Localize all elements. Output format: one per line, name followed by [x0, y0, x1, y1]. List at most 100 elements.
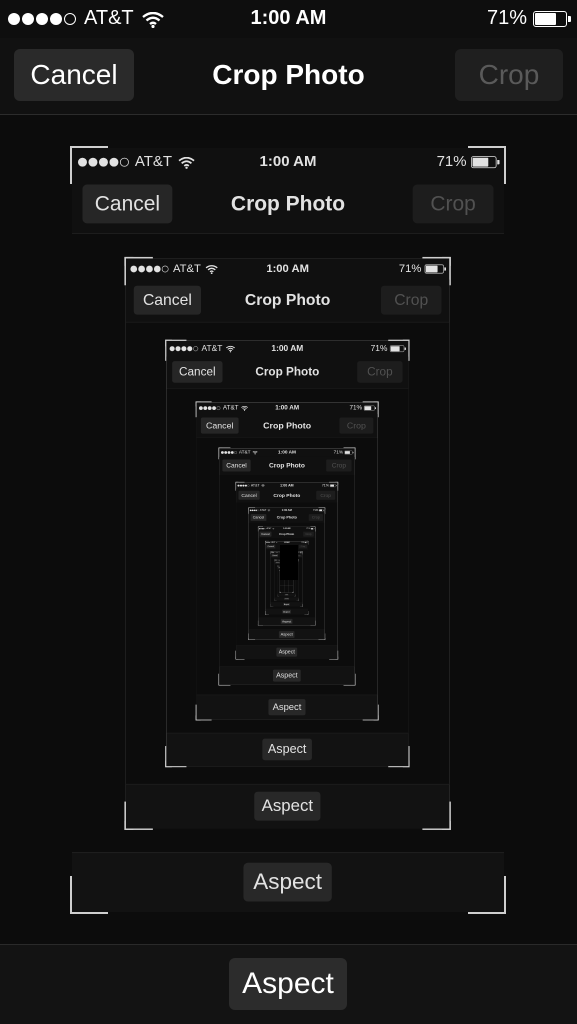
carrier-label: AT&T — [84, 7, 134, 29]
battery-icon — [304, 541, 308, 544]
bottom-toolbar: Aspect — [277, 593, 296, 597]
battery-percentage: 71% — [312, 508, 319, 512]
aspect-button[interactable]: Aspect — [284, 594, 289, 596]
page-title: Crop Photo — [276, 515, 297, 520]
battery-icon — [424, 264, 446, 274]
wifi-icon — [141, 11, 164, 28]
navigation-bar: Cancel Crop Photo Crop — [125, 279, 450, 323]
navigation-bar: Cancel Crop Photo Crop — [196, 414, 378, 438]
status-left: AT&T — [220, 449, 258, 455]
aspect-button[interactable]: Aspect — [254, 791, 321, 821]
crop-button[interactable]: Crop — [339, 417, 374, 434]
battery-icon — [329, 484, 337, 487]
status-left: AT&T — [130, 262, 218, 275]
wifi-icon — [272, 528, 275, 530]
wifi-icon — [252, 450, 258, 455]
status-right: 71% — [398, 262, 446, 275]
vanishing-point — [280, 545, 298, 580]
carrier-label: AT&T — [134, 153, 173, 170]
status-right: 71% — [312, 508, 325, 512]
status-right: 71% — [349, 404, 376, 411]
bottom-toolbar: Aspect — [270, 602, 303, 607]
cancel-button[interactable]: Cancel — [172, 361, 223, 383]
status-time: 1:00 AM — [259, 153, 317, 170]
carrier-label: AT&T — [275, 552, 279, 554]
cancel-button[interactable]: Cancel — [266, 544, 276, 549]
status-bar: AT&T 1:00 AM 71% — [196, 402, 377, 414]
signal-dots-icon — [265, 542, 271, 543]
aspect-button[interactable]: Aspect — [282, 609, 291, 614]
navigation-bar: Cancel Crop Photo Crop — [166, 356, 409, 389]
cancel-button[interactable]: Cancel — [275, 561, 281, 564]
battery-percentage: 71% — [297, 552, 300, 554]
carrier-label: AT&T — [271, 541, 276, 544]
carrier-label: AT&T — [278, 560, 280, 561]
crop-photo-screen: AT&T 1:00 AM 71% Cancel Crop Photo — [125, 258, 450, 829]
page-title: Crop Photo — [279, 532, 295, 536]
page-title: Crop Photo — [255, 365, 320, 379]
bottom-toolbar: Aspect — [265, 608, 308, 615]
battery-icon — [319, 509, 325, 512]
battery-percentage: 71% — [370, 343, 388, 353]
bottom-toolbar: Aspect — [196, 694, 378, 720]
status-left: AT&T — [265, 541, 278, 544]
crop-button[interactable]: Crop — [298, 544, 307, 549]
crop-button[interactable]: Crop — [412, 184, 494, 224]
cancel-button[interactable]: Cancel — [238, 490, 260, 500]
crop-button[interactable]: Crop — [357, 361, 403, 383]
status-time: 1:00 AM — [275, 404, 300, 412]
cancel-button[interactable]: Cancel — [222, 459, 251, 472]
signal-dots-icon — [271, 552, 275, 554]
aspect-button[interactable]: Aspect — [268, 699, 306, 716]
navigation-bar: Cancel Crop Photo Crop — [258, 530, 316, 538]
signal-dots-icon — [130, 265, 169, 273]
status-left: AT&T — [259, 527, 275, 530]
aspect-button[interactable]: Aspect — [229, 958, 347, 1010]
aspect-button[interactable]: Aspect — [284, 597, 290, 600]
bottom-toolbar: Aspect — [236, 645, 338, 659]
cancel-button[interactable]: Cancel — [14, 49, 134, 101]
status-right: 71% — [321, 483, 337, 488]
cancel-button[interactable]: Cancel — [200, 417, 239, 434]
aspect-button[interactable]: Aspect — [243, 862, 332, 902]
signal-dots-icon — [198, 406, 221, 410]
crop-button[interactable]: Crop — [316, 490, 336, 500]
carrier-label: AT&T — [266, 527, 272, 530]
crop-button[interactable]: Crop — [326, 459, 352, 472]
signal-dots-icon — [220, 451, 237, 454]
battery-percentage: 71% — [321, 483, 329, 488]
page-title: Crop Photo — [244, 291, 331, 309]
cancel-button[interactable]: Cancel — [278, 567, 282, 569]
cancel-button[interactable]: Cancel — [82, 184, 173, 224]
aspect-button[interactable]: Aspect — [276, 647, 298, 657]
aspect-button[interactable]: Aspect — [272, 669, 301, 682]
carrier-label: AT&T — [238, 449, 251, 455]
crop-button[interactable]: Crop — [308, 514, 323, 521]
signal-dots-icon — [259, 528, 266, 530]
aspect-button[interactable]: Aspect — [280, 618, 293, 624]
aspect-button[interactable]: Aspect — [278, 631, 295, 638]
aspect-button[interactable]: Aspect — [283, 602, 290, 606]
status-time: 1:00 AM — [278, 449, 296, 455]
crop-photo-screen: AT&T 1:00 AM 71% Cancel Crop Photo — [72, 148, 505, 912]
cancel-button[interactable]: Cancel — [259, 531, 272, 537]
crop-button[interactable]: Crop — [455, 49, 563, 101]
page-title: Crop Photo — [230, 192, 346, 216]
aspect-button[interactable]: Aspect — [262, 738, 312, 761]
page-title: Crop Photo — [212, 59, 365, 90]
battery-percentage: 71% — [398, 262, 422, 275]
crop-button[interactable]: Crop — [380, 285, 442, 315]
wifi-icon — [225, 345, 235, 353]
cancel-button[interactable]: Cancel — [250, 514, 267, 521]
status-left: AT&T — [271, 552, 280, 553]
cancel-button[interactable]: Cancel — [271, 554, 279, 558]
status-time: 1:00 AM — [266, 262, 309, 275]
battery-icon — [471, 155, 500, 168]
navigation-bar: Cancel Crop Photo Crop — [219, 456, 355, 475]
crop-button[interactable]: Crop — [295, 554, 302, 558]
signal-dots-icon — [237, 484, 250, 487]
wifi-icon — [205, 264, 218, 274]
crop-button[interactable]: Crop — [303, 531, 314, 537]
navigation-bar: Cancel Crop Photo Crop — [248, 512, 325, 523]
cancel-button[interactable]: Cancel — [133, 285, 202, 315]
